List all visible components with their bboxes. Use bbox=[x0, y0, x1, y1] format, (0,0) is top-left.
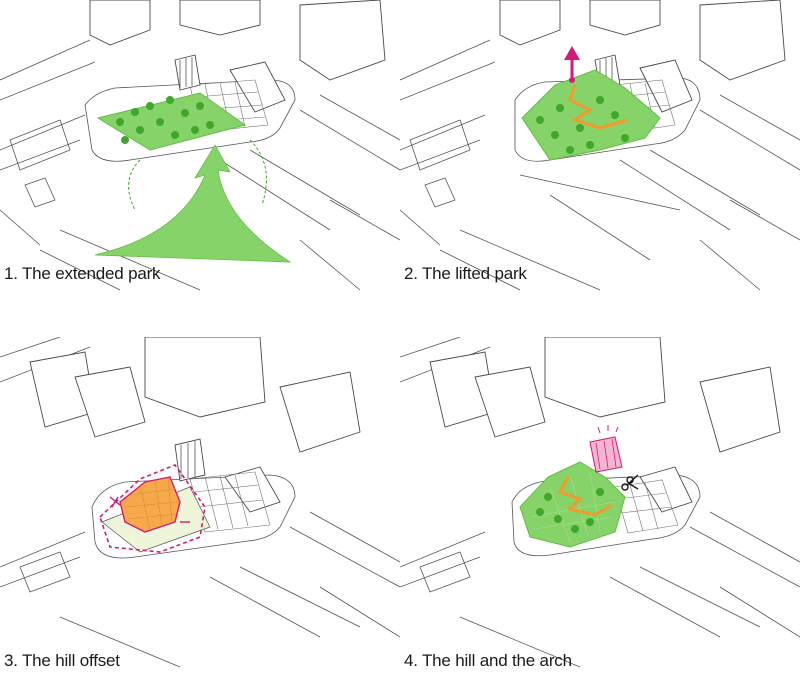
street-network bbox=[400, 39, 800, 291]
caption-hill-offset: 3. The hill offset bbox=[4, 651, 120, 670]
diagram-extended-park bbox=[0, 0, 400, 291]
buildings bbox=[29, 337, 361, 513]
trees bbox=[536, 488, 604, 533]
arch-building bbox=[589, 425, 623, 473]
trees bbox=[536, 96, 629, 154]
trees bbox=[116, 96, 214, 144]
buildings bbox=[429, 337, 781, 513]
panel-extended-park: 1. The extended park bbox=[0, 0, 400, 337]
caption-lifted-park: 2. The lifted park bbox=[404, 264, 527, 283]
street-network bbox=[0, 39, 400, 291]
panel-hill-offset: 3. The hill offset bbox=[0, 337, 400, 674]
offset-outline bbox=[99, 464, 206, 553]
diagram-hill-offset bbox=[0, 337, 400, 668]
park-area bbox=[96, 92, 247, 151]
hill-path bbox=[568, 84, 629, 130]
plaza-grid bbox=[614, 479, 679, 534]
lift-arrow bbox=[564, 46, 580, 83]
hill-path bbox=[557, 476, 613, 517]
caption-extended-park: 1. The extended park bbox=[4, 264, 161, 283]
buildings bbox=[89, 0, 386, 113]
caption-hill-and-arch: 4. The hill and the arch bbox=[404, 651, 572, 670]
panel-hill-and-arch: 4. The hill and the arch bbox=[400, 337, 800, 674]
plaza-grid bbox=[174, 54, 269, 133]
scissors-icon bbox=[621, 474, 639, 491]
panel-lifted-park: 2. The lifted park bbox=[400, 0, 800, 337]
hill-grid bbox=[124, 477, 179, 531]
diagram-lifted-park bbox=[400, 0, 800, 291]
extension-arrow bbox=[94, 144, 292, 263]
buildings bbox=[499, 0, 786, 113]
offset-markers bbox=[109, 496, 190, 523]
diagram-hill-and-arch bbox=[400, 337, 800, 668]
extension-boundary bbox=[128, 139, 267, 211]
